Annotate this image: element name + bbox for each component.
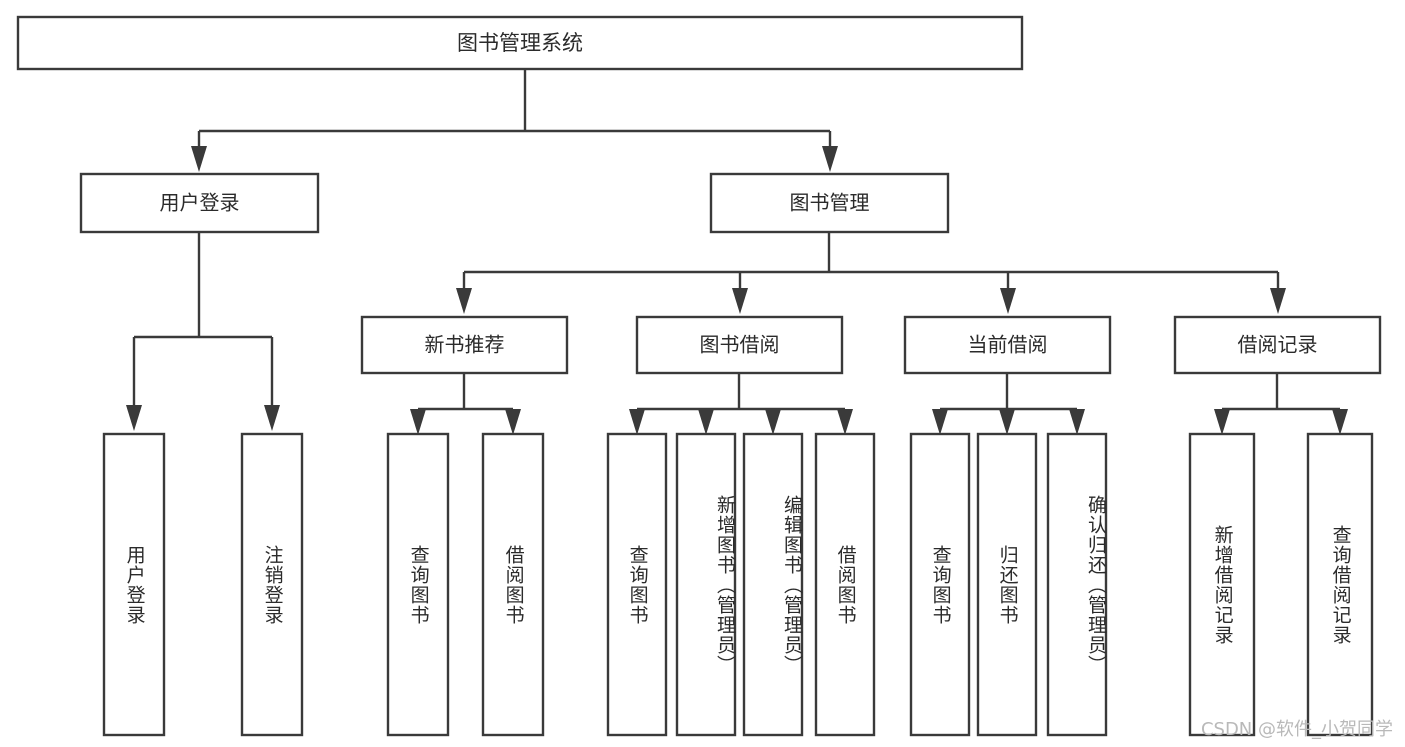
node-book-manage-box[interactable] <box>709 172 950 234</box>
arrow-to-leaf-borrow-book-2 <box>837 409 853 435</box>
leaf-box-add-book[interactable] <box>675 432 737 737</box>
node-current-borrow-box[interactable] <box>903 315 1112 375</box>
arrow-to-leaf-query-book-1 <box>410 409 426 435</box>
leaf-box-borrow-book-1[interactable] <box>481 432 545 737</box>
arrow-to-leaf-query-book-3 <box>932 409 948 435</box>
node-new-book-recommend[interactable]: 新书推荐 <box>360 315 569 375</box>
leaf-box-confirm-return[interactable] <box>1046 432 1108 737</box>
arrow-to-leaf-query-record <box>1332 409 1348 435</box>
arrow-to-borrow-record <box>1270 288 1286 314</box>
arrow-to-book-manage <box>822 146 838 172</box>
arrow-to-leaf-add-book <box>698 409 714 435</box>
leaf-box-user-login[interactable] <box>102 432 166 737</box>
arrow-to-leaf-user-login <box>126 405 142 431</box>
leaf-box-logout[interactable] <box>240 432 304 737</box>
arrow-to-leaf-confirm-return <box>1069 409 1085 435</box>
arrow-to-current-borrow <box>1000 288 1016 314</box>
arrow-to-leaf-logout <box>264 405 280 431</box>
node-current-borrow-label: 当前借阅 <box>968 333 1048 357</box>
leaf-box-query-book-3[interactable] <box>909 432 971 737</box>
leaf-box-return-book[interactable] <box>976 432 1038 737</box>
leaf-box-borrow-book-2[interactable] <box>814 432 876 737</box>
node-book-manage-label: 图书管理 <box>790 191 870 215</box>
node-borrow-record[interactable]: 借阅记录 <box>1173 315 1382 375</box>
arrow-to-leaf-query-book-2 <box>629 409 645 435</box>
leaf-box-query-book-1[interactable] <box>386 432 450 737</box>
leaf-box-query-book-2[interactable] <box>606 432 668 737</box>
node-new-book-recommend-label: 新书推荐 <box>425 333 505 357</box>
node-root-label: 图书管理系统 <box>457 31 583 55</box>
node-current-borrow[interactable]: 当前借阅 <box>903 315 1112 375</box>
arrow-to-leaf-add-record <box>1214 409 1230 435</box>
node-user-login[interactable]: 用户登录 <box>79 172 320 234</box>
node-book-borrow[interactable]: 图书借阅 <box>635 315 844 375</box>
node-borrow-record-label: 借阅记录 <box>1238 333 1318 357</box>
arrow-to-user-login <box>191 146 207 172</box>
arrow-to-leaf-return-book <box>999 409 1015 435</box>
leaf-box-edit-book[interactable] <box>742 432 804 737</box>
node-root-box[interactable] <box>16 15 1024 71</box>
node-borrow-record-box[interactable] <box>1173 315 1382 375</box>
node-book-borrow-label: 图书借阅 <box>700 333 780 357</box>
arrow-to-leaf-borrow-book-1 <box>505 409 521 435</box>
node-user-login-label: 用户登录 <box>160 191 240 215</box>
node-new-book-recommend-box[interactable] <box>360 315 569 375</box>
leaf-box-add-record[interactable] <box>1188 432 1256 737</box>
node-root[interactable]: 图书管理系统 <box>16 15 1024 71</box>
leaf-box-query-record[interactable] <box>1306 432 1374 737</box>
node-book-borrow-box[interactable] <box>635 315 844 375</box>
arrow-to-leaf-edit-book <box>765 409 781 435</box>
watermark-text: CSDN @软件_小贺同学 <box>1200 719 1393 740</box>
arrow-to-book-borrow <box>732 288 748 314</box>
node-book-manage[interactable]: 图书管理 <box>709 172 950 234</box>
arrow-to-new-book <box>456 288 472 314</box>
